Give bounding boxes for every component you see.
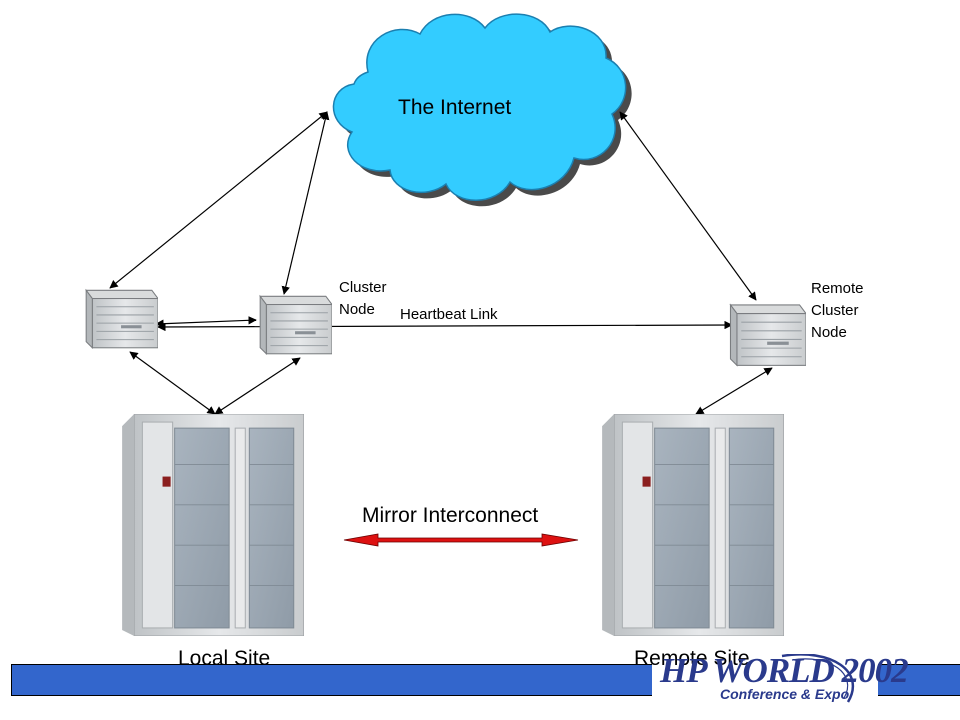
link-internet-cluster-node bbox=[281, 111, 330, 295]
remote-cluster-node-server bbox=[729, 304, 806, 366]
remote-site-label: Remote Site bbox=[634, 647, 750, 670]
cluster-node-label-line1: Cluster bbox=[339, 279, 387, 296]
internet-label: The Internet bbox=[398, 96, 512, 119]
remote-node-label-line2: Cluster bbox=[811, 302, 859, 319]
remote-storage-cabinet bbox=[602, 414, 784, 636]
cluster-node-server bbox=[259, 295, 332, 355]
link-cluster-node-local-storage bbox=[214, 357, 301, 415]
link-internet-remote-node bbox=[619, 111, 757, 301]
mirror-interconnect-arrow bbox=[343, 533, 579, 547]
remote-node-label-line1: Remote bbox=[811, 280, 864, 297]
heartbeat-link-label: Heartbeat Link bbox=[400, 306, 498, 323]
heartbeat-link-line bbox=[157, 320, 733, 332]
mirror-interconnect-label: Mirror Interconnect bbox=[362, 504, 539, 527]
remote-node-label-line3: Node bbox=[811, 324, 847, 341]
link-server1-cluster-node bbox=[155, 316, 257, 328]
server-node-1 bbox=[85, 289, 158, 349]
link-server1-local-storage bbox=[129, 351, 216, 415]
logo-swoosh bbox=[781, 654, 855, 703]
logo-main-text: HP WORLD 2002 bbox=[660, 651, 909, 690]
cluster-node-label-line2: Node bbox=[339, 301, 375, 318]
logo-sub-text: Conference & Expo bbox=[720, 686, 850, 702]
link-remote-node-remote-storage bbox=[695, 367, 773, 415]
hp-world-logo bbox=[652, 654, 878, 712]
local-site-label: Local Site bbox=[178, 647, 271, 670]
link-internet-server1 bbox=[109, 111, 328, 289]
footer-bar-cap bbox=[0, 664, 12, 696]
local-storage-cabinet bbox=[122, 414, 304, 636]
internet-cloud bbox=[332, 13, 632, 207]
